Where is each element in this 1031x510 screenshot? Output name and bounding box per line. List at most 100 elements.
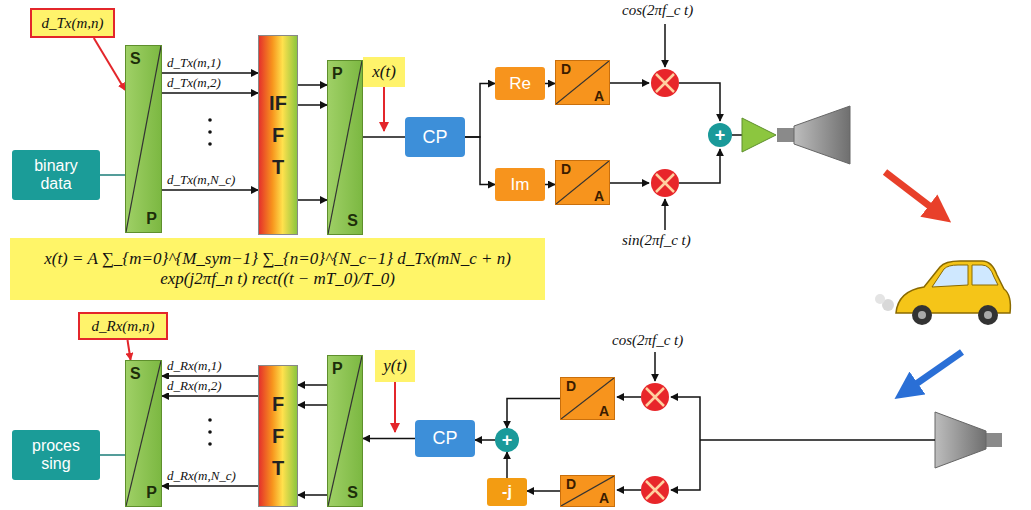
node-text: S xyxy=(347,212,358,230)
connector xyxy=(465,84,495,138)
diagonal-line xyxy=(126,361,161,506)
mixer-cross xyxy=(646,388,664,406)
node-text: d_Rx(m,n) xyxy=(92,318,155,335)
node-text: + xyxy=(715,126,726,144)
horn-antenna xyxy=(935,412,986,468)
diagonal-line xyxy=(328,61,362,234)
connector xyxy=(545,184,555,186)
adc-block: DA xyxy=(560,475,615,507)
node-text: D xyxy=(561,62,571,76)
node-text: CP xyxy=(432,428,457,449)
node-text: x(t) = A ∑_{m=0}^{M_sym−1} ∑_{n=0}^{N_c−… xyxy=(24,249,531,289)
connector xyxy=(162,375,258,377)
fft-block: FFT xyxy=(258,365,298,507)
signal-label-box: x(t) xyxy=(363,57,405,87)
mixer-symbol xyxy=(651,69,679,97)
connector xyxy=(162,189,258,191)
node-text: D xyxy=(561,162,571,176)
node-text: P xyxy=(332,65,343,83)
adc-block: DA xyxy=(560,377,615,420)
diagonal-line xyxy=(328,356,362,506)
node-text: FFT xyxy=(268,388,288,484)
ellipsis-dot xyxy=(208,418,212,422)
node-text: A xyxy=(594,189,604,203)
leader-arrow xyxy=(664,199,666,230)
connector xyxy=(475,439,495,441)
mixer-symbol xyxy=(651,169,679,197)
phase-shift-box: -j xyxy=(487,478,527,506)
signal-label: cos(2πf_c t) xyxy=(612,332,683,349)
connector xyxy=(545,83,555,85)
leader-arrow xyxy=(654,352,656,381)
connector xyxy=(507,399,560,429)
connector xyxy=(298,404,327,406)
connector xyxy=(162,72,258,74)
node-text: S xyxy=(347,484,358,502)
node-text: D xyxy=(566,379,576,393)
car-hub xyxy=(918,311,926,319)
ifft-block: IFFT xyxy=(258,35,298,235)
horn-antenna xyxy=(777,128,794,142)
car-window xyxy=(972,265,998,285)
car-body xyxy=(896,261,1010,313)
exhaust-puff xyxy=(875,294,885,304)
node-text: P xyxy=(332,360,343,378)
signal-label-box: y(t) xyxy=(375,350,415,382)
node-text: Re xyxy=(509,74,531,94)
wire xyxy=(671,397,935,440)
diagonal-slash xyxy=(328,356,362,506)
node-text: Im xyxy=(511,175,530,195)
node-text: A xyxy=(599,404,609,418)
leader-arrow xyxy=(383,87,385,131)
connector xyxy=(298,104,327,106)
node-text: P xyxy=(146,210,157,228)
ellipsis-dot xyxy=(208,142,212,146)
edge-label: d_Rx(m,N_c) xyxy=(166,469,237,483)
wire xyxy=(617,396,641,398)
node-text: + xyxy=(502,431,513,449)
parallel-serial-block: PS xyxy=(327,355,363,507)
cyclic-prefix-box: CP xyxy=(405,117,465,157)
connector xyxy=(465,137,495,185)
signal-label: sin(2πf_c t) xyxy=(622,232,691,249)
serial-parallel-block: SP xyxy=(125,360,162,507)
real-part-box: Re xyxy=(495,67,545,100)
connector xyxy=(298,494,327,496)
diagonal-line xyxy=(561,378,614,419)
edge-label: d_Tx(m,N_c) xyxy=(166,173,236,187)
adder-circle: + xyxy=(495,428,519,452)
connector xyxy=(94,38,125,90)
formula-box: x(t) = A ∑_{m=0}^{M_sym−1} ∑_{n=0}^{N_c−… xyxy=(10,238,545,300)
wire xyxy=(610,82,649,84)
connector xyxy=(506,452,508,478)
node-text: IFFT xyxy=(268,87,288,183)
mixer-cross xyxy=(656,74,674,92)
serial-parallel-block: SP xyxy=(125,45,162,233)
wire xyxy=(617,489,641,491)
connector xyxy=(162,485,258,487)
diagonal-line xyxy=(556,161,609,204)
connector xyxy=(298,84,327,86)
diagonal-line xyxy=(561,476,614,506)
connector xyxy=(128,340,131,360)
wire xyxy=(671,440,700,490)
connector xyxy=(363,136,405,138)
car-wheel xyxy=(912,305,932,325)
leader-arrow xyxy=(664,24,666,67)
source-box: binary data xyxy=(12,150,100,200)
node-text: D xyxy=(566,477,576,491)
wire xyxy=(610,182,649,184)
cyclic-prefix-box: CP xyxy=(415,420,475,457)
car-hub xyxy=(984,311,992,319)
ellipsis-dot xyxy=(208,130,212,134)
wire xyxy=(732,134,742,136)
sink-box: proces sing xyxy=(12,430,100,480)
imag-part-box: Im xyxy=(495,168,545,201)
node-text: proces sing xyxy=(18,437,94,474)
ellipsis-dot xyxy=(208,430,212,434)
dac-block: DA xyxy=(555,60,610,105)
connector xyxy=(298,199,327,201)
mixer-symbol xyxy=(641,383,669,411)
node-text: P xyxy=(146,484,157,502)
